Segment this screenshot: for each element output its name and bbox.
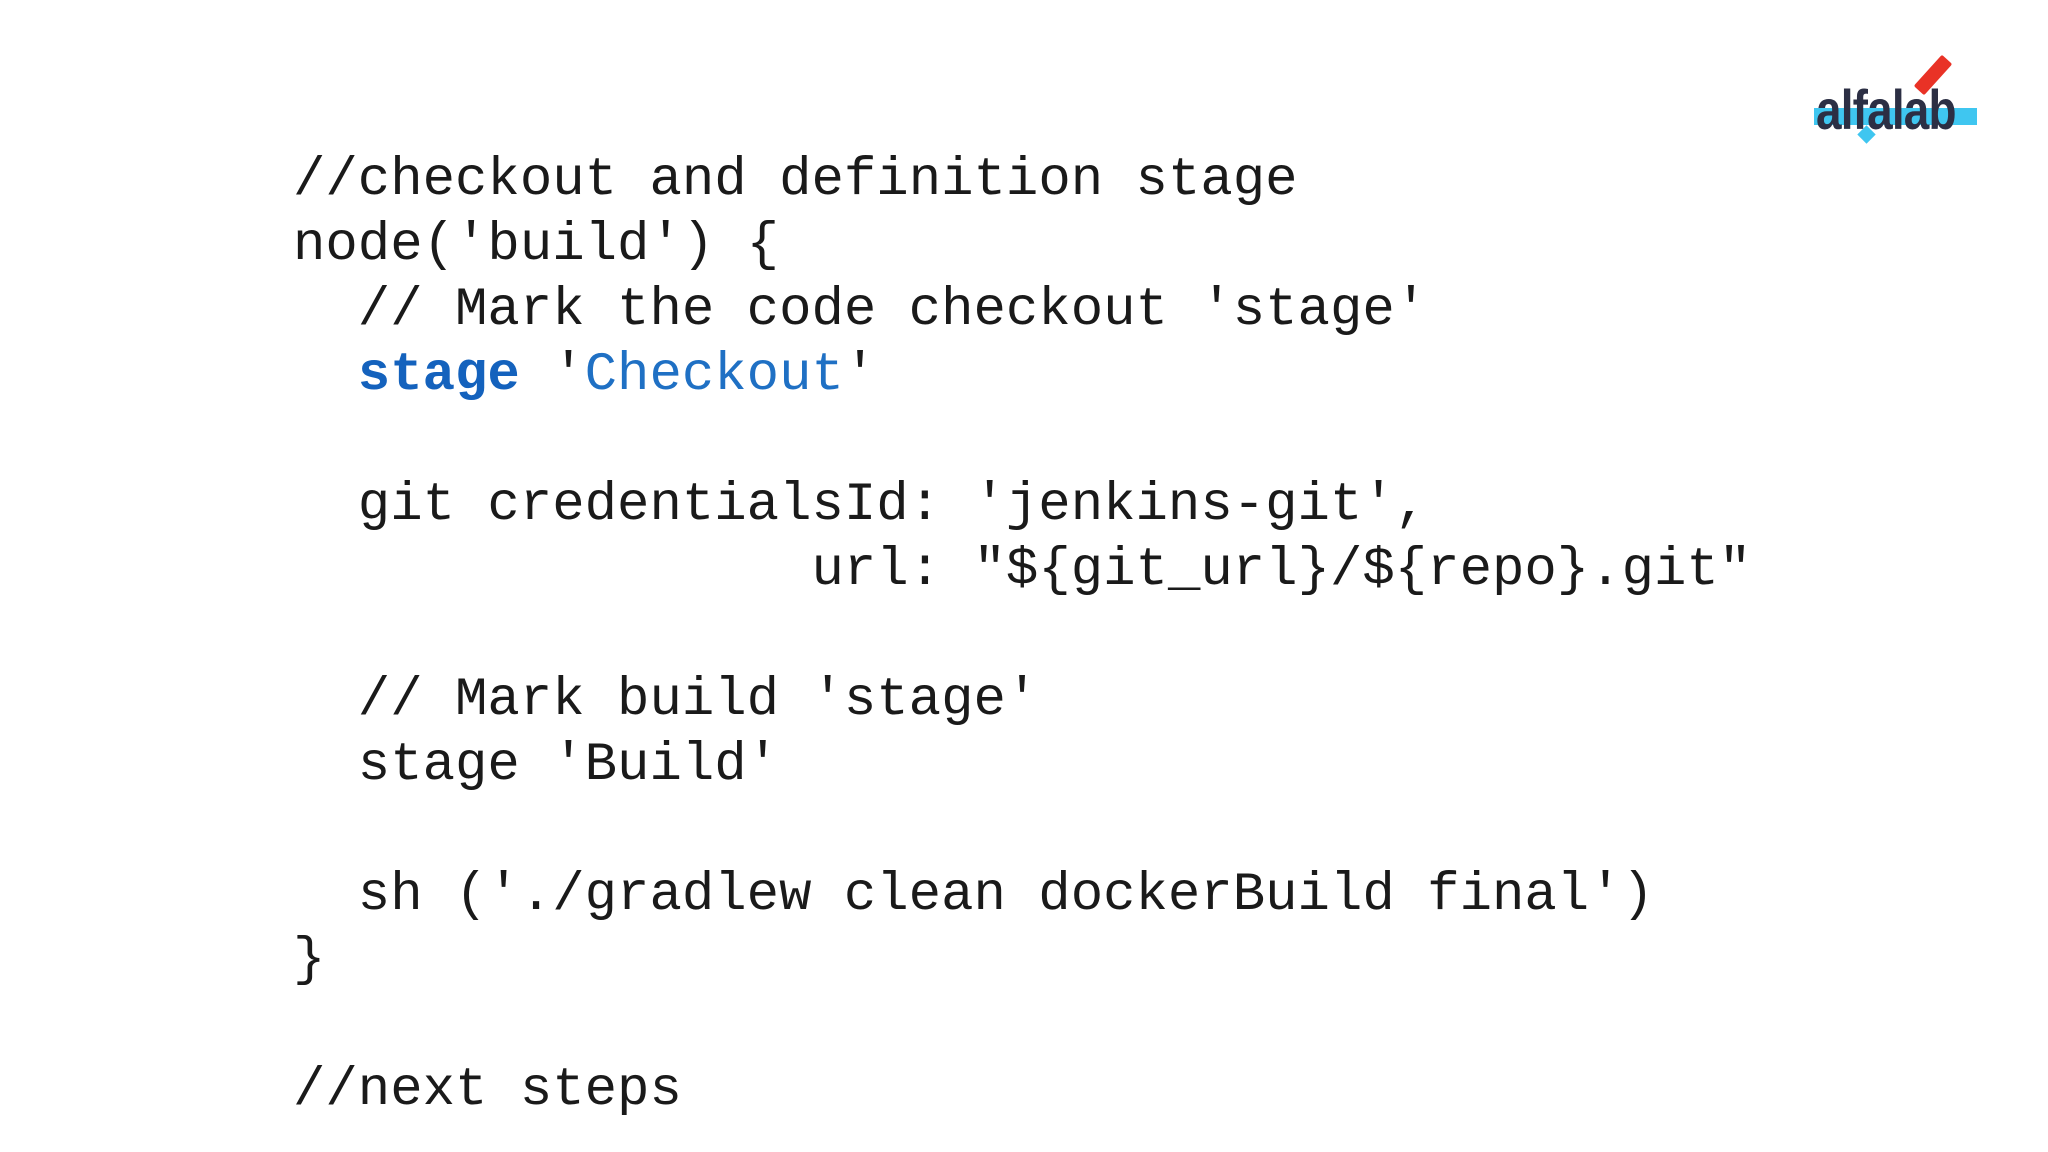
code-line-node-open: node('build') {	[293, 213, 1751, 278]
string-checkout: Checkout	[584, 345, 844, 406]
blank-line	[293, 798, 1751, 863]
code-line-comment-checkout: //checkout and definition stage	[293, 148, 1751, 213]
blank-line	[293, 603, 1751, 668]
comment-text: //next steps	[293, 1060, 682, 1121]
code-block: //checkout and definition stage node('bu…	[293, 148, 1751, 1123]
comment-text: // Mark the code checkout 'stage'	[357, 280, 1428, 341]
quote-close: '	[843, 345, 877, 406]
quote-open: '	[519, 345, 585, 406]
code-text: git credentialsId: 'jenkins-git',	[357, 475, 1428, 536]
code-line-comment-mark-checkout: // Mark the code checkout 'stage'	[293, 278, 1751, 343]
code-line-stage-checkout: stage 'Checkout'	[293, 343, 1751, 408]
code-text: node('build') {	[293, 215, 780, 276]
code-line-stage-build: stage 'Build'	[293, 733, 1751, 798]
alfalab-logo: alfalab	[1814, 52, 1980, 148]
code-line-comment-mark-build: // Mark build 'stage'	[293, 668, 1751, 733]
comment-text: // Mark build 'stage'	[357, 670, 1039, 731]
code-line-comment-next: //next steps	[293, 1058, 1751, 1123]
code-line-closing-brace: }	[293, 928, 1751, 993]
logo-text: alfalab	[1816, 78, 1957, 141]
comment-text: //checkout and definition stage	[293, 150, 1298, 211]
blank-line	[293, 993, 1751, 1058]
code-line-git: git credentialsId: 'jenkins-git',	[293, 473, 1751, 538]
logo-cyan-band	[1814, 108, 1977, 125]
blank-line	[293, 408, 1751, 473]
code-line-sh: sh ('./gradlew clean dockerBuild final')	[293, 863, 1751, 928]
keyword-stage: stage	[357, 345, 520, 406]
code-line-url: url: "${git_url}/${repo}.git"	[293, 538, 1751, 603]
code-text: url: "${git_url}/${repo}.git"	[811, 540, 1752, 601]
code-text: sh ('./gradlew clean dockerBuild final')	[357, 865, 1655, 926]
code-text: }	[293, 930, 326, 991]
code-text: stage 'Build'	[357, 735, 780, 796]
